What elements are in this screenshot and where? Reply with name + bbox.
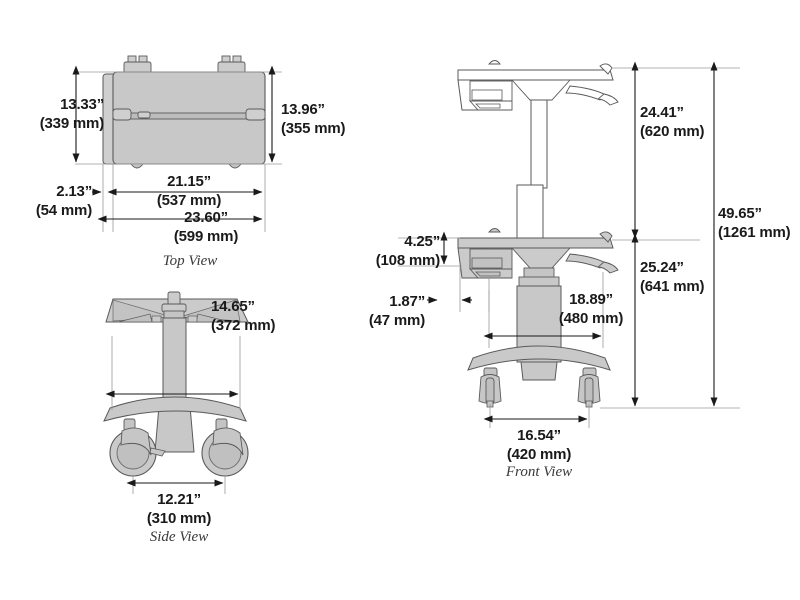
front-view-low-height-dimension: 25.24” (641 mm) bbox=[640, 258, 770, 296]
top-view-inner-width-mm: (537 mm) bbox=[156, 192, 222, 209]
side-view-caster-spread-dimension: 12.21” (310 mm) bbox=[114, 490, 244, 528]
front-view-worksurface-width-inches: 18.89” bbox=[569, 291, 613, 308]
top-view-arrows bbox=[72, 65, 276, 223]
top-view-caption: Top View bbox=[162, 253, 218, 269]
front-view-max-height-mm: (1261 mm) bbox=[718, 224, 791, 241]
front-view-base-width-mm: (420 mm) bbox=[506, 446, 572, 463]
front-view-travel-mm: (620 mm) bbox=[640, 123, 705, 140]
top-view-depth-left-inches: 13.33” bbox=[60, 96, 104, 113]
top-view-depth-left-mm: (339 mm) bbox=[39, 115, 104, 132]
top-view-outer-width-dimension: 23.60” (599 mm) bbox=[141, 208, 271, 246]
side-view-base-depth-inches: 14.65” bbox=[211, 298, 255, 315]
side-view-caster-spread-mm: (310 mm) bbox=[146, 510, 212, 527]
top-view-depth-right-dimension: 13.96” (355 mm) bbox=[281, 100, 391, 138]
top-view-inner-width-inches: 21.15” bbox=[167, 173, 211, 190]
top-view-offset-left-mm: (54 mm) bbox=[35, 202, 92, 219]
front-view-base-width-dimension: 16.54” (420 mm) bbox=[474, 426, 604, 464]
front-view-max-height-dimension: 49.65” (1261 mm) bbox=[718, 204, 800, 242]
top-view-depth-left-dimension: 13.33” (339 mm) bbox=[8, 95, 104, 133]
front-view-caption: Front View bbox=[505, 464, 573, 480]
front-view-worksurface-width-mm: (480 mm) bbox=[558, 310, 624, 327]
side-view-base-depth-dimension: 14.65” (372 mm) bbox=[211, 297, 341, 335]
front-view-travel-inches: 24.41” bbox=[640, 104, 684, 121]
top-view-depth-right-inches: 13.96” bbox=[281, 101, 325, 118]
side-view-caster-spread-inches: 12.21” bbox=[157, 491, 201, 508]
top-view-offset-left-dimension: 2.13” (54 mm) bbox=[0, 182, 92, 220]
top-view-offset-left-inches: 2.13” bbox=[56, 183, 92, 200]
top-view-inner-width-dimension: 21.15” (537 mm) bbox=[124, 172, 254, 210]
front-view-left-overhang-mm: (47 mm) bbox=[368, 312, 425, 329]
front-view-low-height-mm: (641 mm) bbox=[640, 278, 705, 295]
front-view-worksurface-width-dimension: 18.89” (480 mm) bbox=[526, 290, 656, 328]
front-view-base-width-inches: 16.54” bbox=[517, 427, 561, 444]
top-view-depth-right-mm: (355 mm) bbox=[281, 120, 346, 137]
front-view-keyboard-drop-dimension: 4.25” (108 mm) bbox=[330, 232, 440, 270]
front-view-dimension-lines bbox=[398, 67, 740, 428]
top-view-outer-width-inches: 23.60” bbox=[184, 209, 228, 226]
top-view-dimension-lines bbox=[75, 71, 282, 232]
side-view-arrows bbox=[105, 390, 239, 487]
front-view-low-height-inches: 25.24” bbox=[640, 259, 684, 276]
front-view-keyboard-drop-inches: 4.25” bbox=[404, 233, 440, 250]
top-view-outer-width-mm: (599 mm) bbox=[173, 228, 239, 245]
side-view-geometry bbox=[103, 291, 249, 477]
front-view-arrows bbox=[427, 61, 718, 423]
top-view-geometry bbox=[102, 55, 266, 169]
front-view-max-height-inches: 49.65” bbox=[718, 205, 762, 222]
side-view-dimension-lines bbox=[111, 336, 241, 494]
side-view-caption: Side View bbox=[149, 529, 209, 545]
front-view-left-overhang-dimension: 1.87” (47 mm) bbox=[318, 292, 425, 330]
side-view-base-depth-mm: (372 mm) bbox=[211, 317, 276, 334]
front-view-geometry bbox=[457, 60, 619, 408]
front-view-keyboard-drop-mm: (108 mm) bbox=[375, 252, 440, 269]
front-view-left-overhang-inches: 1.87” bbox=[389, 293, 425, 310]
front-view-travel-dimension: 24.41” (620 mm) bbox=[640, 103, 770, 141]
